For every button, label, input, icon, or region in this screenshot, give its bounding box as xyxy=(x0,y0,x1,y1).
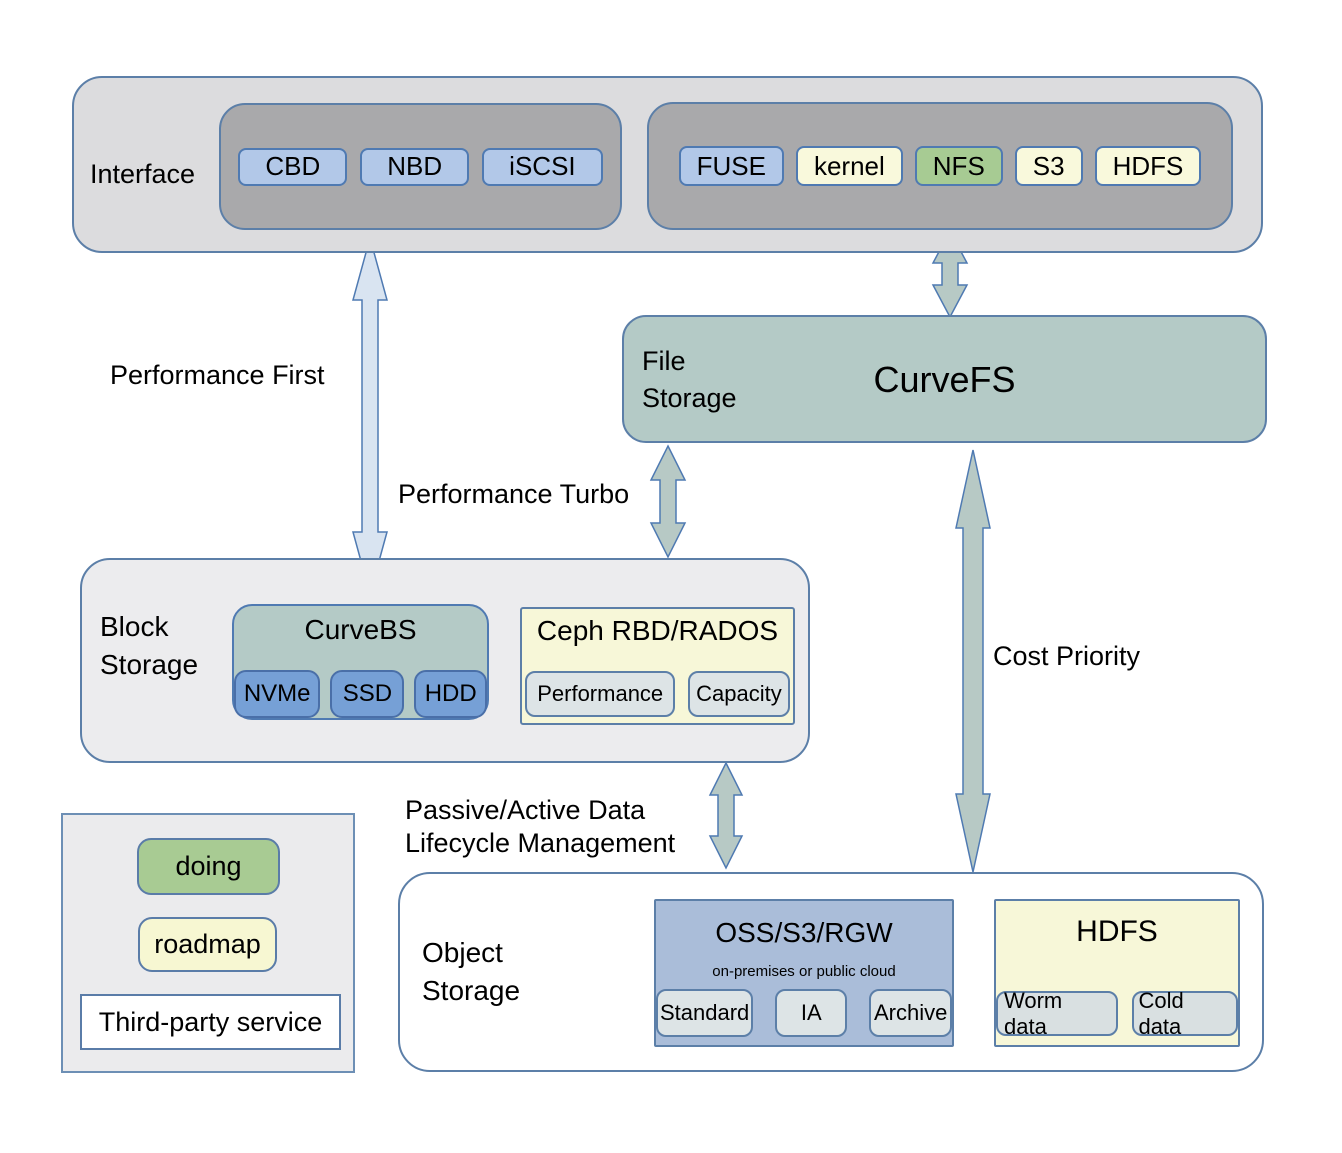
lifecycle-label-line2: Lifecycle Management xyxy=(405,828,676,858)
chip-cbd: CBD xyxy=(238,147,348,186)
interface-label: Interface xyxy=(90,159,196,189)
file-storage-label: File Storage xyxy=(642,343,737,417)
chip-standard: Standard xyxy=(656,989,754,1037)
interface-panel: Interface CBD NBD iSCSI FUSE kernel NFS … xyxy=(72,76,1263,253)
performance-turbo-label: Performance Turbo xyxy=(398,479,630,509)
chip-nbd: NBD xyxy=(360,147,470,186)
chip-capacity: Capacity xyxy=(688,671,790,717)
block-storage-label-line1: Block xyxy=(100,611,169,642)
chip-cold-data: Cold data xyxy=(1132,988,1238,1039)
hdfs-chip-row: Worm data Cold data xyxy=(996,988,1238,1039)
legend-doing-chip: doing xyxy=(137,838,280,895)
object-storage-label: Object Storage xyxy=(422,934,520,1010)
object-storage-label-line1: Object xyxy=(422,937,503,968)
file-storage-label-line2: Storage xyxy=(642,383,737,413)
chip-hdd: HDD xyxy=(414,670,487,718)
cost-priority-arrow xyxy=(955,449,991,873)
lifecycle-arrow xyxy=(708,761,744,870)
legend-third-party-chip: Third-party service xyxy=(80,994,341,1050)
legend-third-party-label: Third-party service xyxy=(98,1006,323,1037)
chip-performance: Performance xyxy=(525,671,676,717)
hdfs-title: HDFS xyxy=(1076,915,1158,948)
block-storage-label-line2: Storage xyxy=(100,649,199,680)
file-storage-panel: File Storage CurveFS xyxy=(622,315,1267,443)
performance-first-label: Performance First xyxy=(110,360,325,390)
file-storage-label-line1: File xyxy=(642,346,686,376)
chip-s3: S3 xyxy=(1014,146,1083,186)
object-storage-panel: Object Storage OSS/S3/RGW on-premises or… xyxy=(398,872,1264,1072)
oss-subtitle: on-premises or public cloud xyxy=(712,963,896,980)
block-interface-group: CBD NBD iSCSI xyxy=(219,103,622,230)
curvebs-box: CurveBS NVMe SSD HDD xyxy=(232,604,489,720)
curvebs-title: CurveBS xyxy=(304,614,417,645)
legend-roadmap-chip: roadmap xyxy=(138,917,277,972)
hdfs-box: HDFS Worm data Cold data xyxy=(994,899,1240,1047)
chip-nfs: NFS xyxy=(914,146,1003,186)
block-storage-panel: Block Storage CurveBS NVMe SSD HDD Ceph … xyxy=(80,558,810,763)
chip-iscsi: iSCSI xyxy=(482,147,603,186)
ceph-title: Ceph RBD/RADOS xyxy=(536,615,779,646)
legend-doing-label: doing xyxy=(175,851,242,881)
legend-box: doing roadmap Third-party service xyxy=(61,813,355,1073)
lifecycle-label-line1: Passive/Active Data xyxy=(405,795,646,825)
lifecycle-label: Passive/Active Data Lifecycle Management xyxy=(405,794,675,860)
chip-nvme: NVMe xyxy=(234,670,321,718)
oss-title: OSS/S3/RGW xyxy=(715,917,893,948)
chip-ssd: SSD xyxy=(330,670,405,718)
curvefs-title: CurveFS xyxy=(873,359,1016,400)
performance-first-arrow xyxy=(352,235,388,597)
oss-box: OSS/S3/RGW on-premises or public cloud S… xyxy=(654,899,954,1047)
chip-archive: Archive xyxy=(869,989,952,1037)
legend-roadmap-label: roadmap xyxy=(154,929,261,959)
oss-chip-row: Standard IA Archive xyxy=(656,989,952,1037)
object-storage-label-line2: Storage xyxy=(422,975,521,1006)
curvebs-chip-row: NVMe SSD HDD xyxy=(234,670,487,718)
chip-fuse: FUSE xyxy=(678,146,784,186)
block-storage-label: Block Storage xyxy=(100,608,198,684)
chip-hdfs-interface: HDFS xyxy=(1094,146,1202,186)
ceph-chip-row: Performance Capacity xyxy=(522,671,793,717)
chip-worm-data: Worm data xyxy=(996,988,1119,1039)
chip-ia: IA xyxy=(775,989,848,1037)
file-interface-group: FUSE kernel NFS S3 HDFS xyxy=(647,102,1233,230)
performance-turbo-arrow xyxy=(649,444,687,559)
ceph-box: Ceph RBD/RADOS Performance Capacity xyxy=(520,607,795,725)
chip-kernel: kernel xyxy=(795,146,903,186)
cost-priority-label: Cost Priority xyxy=(993,641,1141,671)
